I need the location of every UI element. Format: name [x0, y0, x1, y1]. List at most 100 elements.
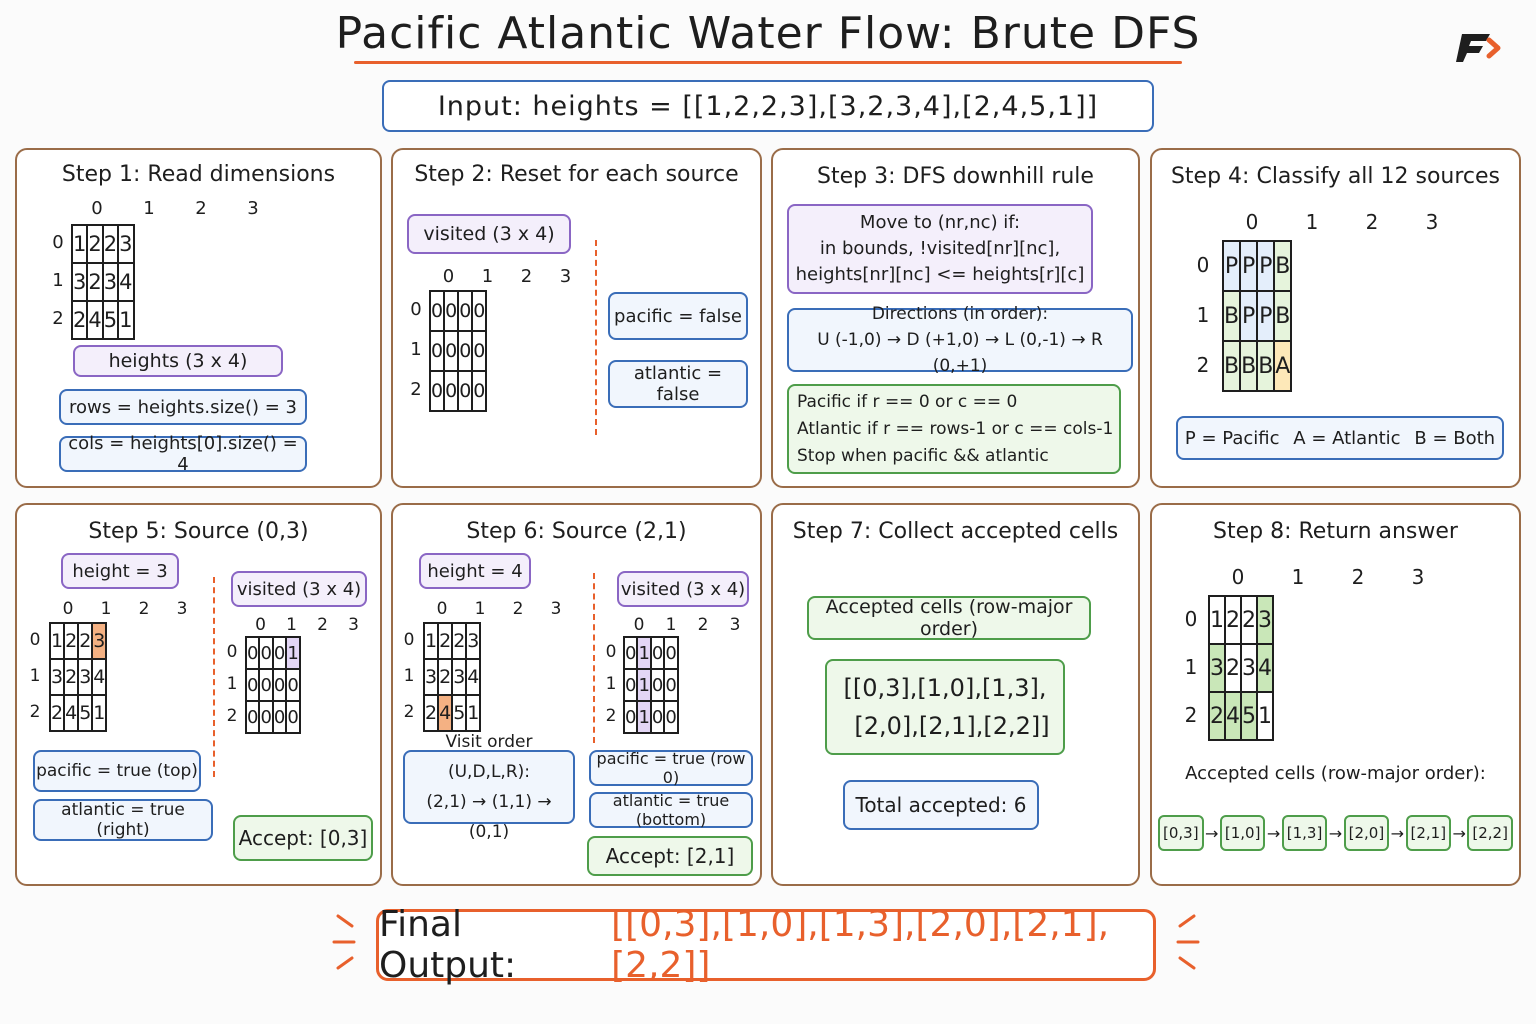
step8-answer-cell: 4 — [1224, 691, 1242, 741]
step8-title: Step 8: Return answer — [1213, 519, 1458, 544]
step5-heights-col-index: 2 — [138, 599, 150, 619]
step6-visited-cell: 1 — [636, 668, 652, 702]
step5-heights-cell: 4 — [91, 658, 108, 696]
step4-classify-cell: P — [1256, 240, 1276, 292]
step5-heights-col-index: 0 — [62, 599, 74, 619]
step4-classify-cell: B — [1256, 340, 1276, 392]
step5-heights-col-index: 1 — [100, 599, 112, 619]
step6-accept-box: Accept: [2,1] — [587, 836, 753, 876]
step4-classify-col-index: 1 — [1305, 210, 1319, 234]
step1-heights-cell: 3 — [70, 262, 89, 302]
step1-heights-row-index: 1 — [52, 270, 64, 291]
step5-heights-cell: 2 — [77, 622, 94, 660]
step4-classify-row-index: 2 — [1196, 353, 1210, 377]
step6-visit-order: Visit order (U,D,L,R): (2,1) → (1,1) → (… — [403, 732, 575, 842]
input-box: Input: heights = [[1,2,2,3],[3,2,3,4],[2… — [382, 80, 1154, 132]
step6-visited-cell: 1 — [636, 636, 652, 670]
accepted-chip: [1,0] — [1219, 815, 1266, 851]
step6-visited-row-index: 0 — [605, 641, 617, 662]
step8-answer-col-index: 3 — [1411, 565, 1425, 589]
step2-visited-cell: 0 — [457, 370, 474, 412]
step1-heights-col-index: 0 — [91, 198, 103, 219]
step2-visited-row-index: 2 — [410, 379, 422, 400]
step1-heights-cell: 2 — [101, 224, 120, 264]
step5-heights-row-index: 2 — [29, 701, 41, 722]
step4-classify-cell: B — [1273, 290, 1293, 342]
step5-visited-col-index: 0 — [255, 615, 266, 635]
step1-heights-cell: 1 — [117, 300, 135, 340]
step8-answer-cell: 1 — [1208, 595, 1226, 645]
legend-pacific: P = Pacific — [1184, 427, 1280, 449]
step5-visited-cell: 0 — [271, 636, 288, 670]
step5-visited-col-index: 2 — [317, 615, 328, 635]
step4-classify-cell: P — [1239, 290, 1259, 342]
step8-answer-cell: 2 — [1208, 691, 1226, 741]
step5-heights-cell: 3 — [91, 622, 108, 660]
step5-visited-cell: 0 — [271, 700, 288, 734]
step1-heights-cell: 3 — [101, 262, 120, 302]
step6-visited-cell: 0 — [622, 700, 639, 734]
step6-heights-cell: 2 — [437, 658, 454, 696]
accepted-chip: [2,2] — [1467, 815, 1513, 851]
step5-visited-col-index: 3 — [348, 615, 359, 635]
step7-title: Step 7: Collect accepted cells — [792, 519, 1119, 544]
final-output-value: [[0,3],[1,0],[1,3],[2,0],[2,1],[2,2]] — [611, 904, 1110, 986]
step5-heights-cell: 5 — [77, 694, 94, 732]
step1-heights-col-index: 2 — [195, 198, 207, 219]
step1-cols-box: cols = heights[0].size() = 4 — [59, 433, 307, 475]
cond-line: Atlantic if r == rows-1 or c == cols-1 — [797, 418, 1114, 439]
step6-heights-row-index: 2 — [403, 701, 415, 722]
step6-heights-cell: 3 — [465, 622, 482, 660]
step6-pacific-box: pacific = true (row 0) — [589, 749, 753, 787]
step5-visited-cell: 1 — [285, 636, 301, 670]
step2-visited-row-index: 0 — [410, 299, 422, 320]
step6-heights-cell: 3 — [451, 658, 468, 696]
step2-visited-cell: 0 — [457, 330, 474, 372]
step5-visited-cell: 0 — [258, 700, 274, 734]
step5-visited-row-index: 1 — [226, 673, 238, 694]
step6-visited-col-index: 0 — [633, 615, 645, 635]
step6-visited-cell: 0 — [663, 700, 679, 734]
step5-visited-col-index: 1 — [286, 615, 297, 635]
step3-directions: Directions (in order): U (-1,0) → D (+1,… — [787, 304, 1133, 376]
step2-visited-cell: 0 — [471, 290, 488, 332]
step4-classify-col-index: 2 — [1365, 210, 1379, 234]
list-line: [2,0],[2,1],[2,2]] — [854, 712, 1050, 740]
step8-answer-col-index: 2 — [1351, 565, 1365, 589]
step8-answer-cell: 2 — [1224, 595, 1242, 645]
step1-heights-cell: 3 — [117, 224, 135, 264]
step8-answer-cell: 2 — [1224, 643, 1242, 693]
step1-heights-col-index: 1 — [143, 198, 155, 219]
step6-heights-cell: 4 — [465, 658, 482, 696]
step6-visited-row-index: 1 — [605, 673, 617, 694]
step8-answer-cell: 5 — [1240, 691, 1258, 741]
step6-heights-cell: 3 — [422, 658, 440, 696]
cond-line: Stop when pacific && atlantic — [797, 445, 1049, 466]
step2-visited-cell: 0 — [471, 330, 488, 372]
move-line: Move to (nr,nc) if: — [859, 212, 1021, 233]
step1-heights-cell: 5 — [101, 300, 120, 340]
arrow-right-icon: → — [1452, 823, 1466, 843]
step4-classify-cell: P — [1221, 240, 1242, 292]
step6-divider — [593, 573, 595, 743]
step1-heights-label: heights (3 x 4) — [73, 345, 283, 377]
step5-visited-cell: 0 — [258, 668, 274, 702]
step5-title: Step 5: Source (0,3) — [88, 519, 309, 544]
step5-visited-cell: 0 — [285, 668, 301, 702]
step6-heights-cell: 4 — [437, 694, 454, 732]
